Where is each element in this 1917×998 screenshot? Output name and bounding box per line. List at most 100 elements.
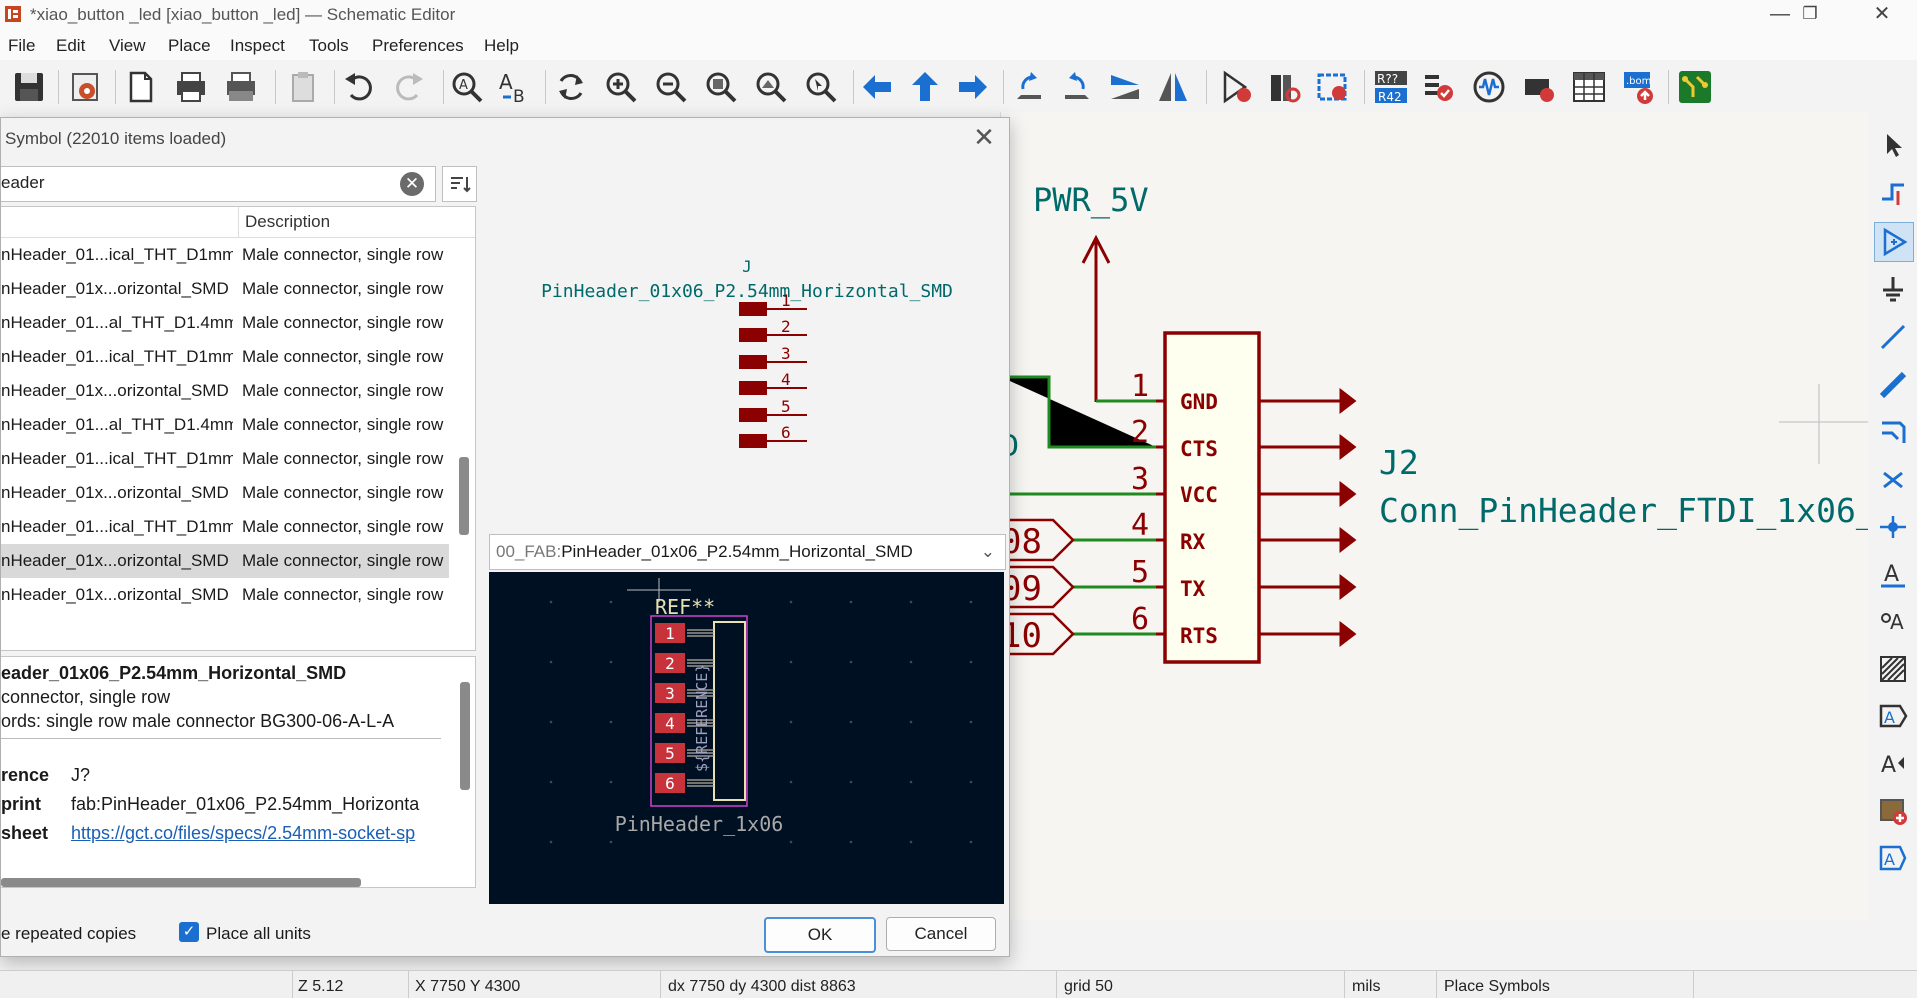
schematic-canvas[interactable]: PWR_5V D 08 09 10 1 2 3 4 5 6 GN [1000,112,1869,920]
text-icon[interactable]: A [1874,744,1912,782]
bus-entry-icon[interactable] [1874,413,1912,451]
svg-text:A: A [1890,610,1904,634]
status-cursor-xy: X 7750 Y 4300 [415,978,521,995]
svg-text:A: A [1884,850,1895,869]
close-window-button[interactable]: ✕ [1873,3,1891,25]
no-connect-icon[interactable] [1874,461,1912,499]
list-vertical-scrollbar[interactable] [457,237,473,637]
simulator-icon[interactable] [1470,68,1508,106]
select-icon[interactable] [1874,126,1912,164]
pcb-editor-icon[interactable] [1676,68,1714,106]
menu-edit[interactable]: Edit [56,36,86,55]
schematic-setup-icon[interactable] [66,68,104,106]
footprint-value: PinHeader_1x06 [615,812,784,836]
junction-icon[interactable] [1874,508,1912,546]
place-all-units-label[interactable]: Place all units [206,924,311,943]
add-symbol-icon[interactable] [1874,222,1914,262]
zoom-out-icon[interactable] [652,68,690,106]
hier-label-icon[interactable] [1874,650,1912,688]
undo-icon[interactable] [340,68,378,106]
add-image-icon[interactable] [1874,792,1912,830]
description-column-header[interactable]: Description [238,207,330,237]
navigate-back-icon[interactable] [858,68,896,106]
bom-icon[interactable]: .bom [1620,68,1658,106]
add-wire-icon[interactable] [1874,318,1912,356]
refresh-icon[interactable] [552,68,590,106]
zoom-tool-icon[interactable] [802,68,840,106]
chevron-down-icon: ⌄ [980,542,995,561]
sort-button[interactable] [442,166,477,202]
zoom-objects-icon[interactable] [752,68,790,106]
mirror-v-icon[interactable] [1106,68,1144,106]
dialog-close-button[interactable]: ✕ [973,122,995,152]
menu-help[interactable]: Help [484,36,519,55]
maximize-button[interactable]: ❐ [1802,4,1818,23]
navigate-forward-icon[interactable] [954,68,992,106]
search-input[interactable] [1,167,391,199]
annotate-icon[interactable]: R??R42 [1372,68,1410,106]
footprint-assign-icon[interactable] [1314,68,1352,106]
page-settings-icon[interactable] [122,68,160,106]
erc-icon[interactable] [1420,68,1458,106]
preview-pin-6: 6 [781,423,791,442]
paste-icon[interactable] [284,68,322,106]
highlight-net-icon[interactable] [1874,173,1912,211]
redo-icon[interactable] [390,68,428,106]
zoom-fit-icon[interactable] [702,68,740,106]
textbox-icon[interactable]: A [1874,839,1912,877]
footprint-select-prefix: 00_FAB: [496,542,562,561]
preview-pin-4: 4 [781,370,791,389]
repeated-copies-label[interactable]: e repeated copies [1,924,137,943]
save-icon[interactable] [10,68,48,106]
hier-sheet-icon[interactable]: A [1874,697,1912,735]
global-label-icon[interactable]: A [1874,602,1912,640]
menu-view[interactable]: View [109,36,146,55]
dialog-title: Symbol (22010 items loaded) [5,129,227,148]
svg-text:R??: R?? [1377,72,1398,86]
symbol-editor-icon[interactable] [1218,68,1256,106]
net-label-icon[interactable]: A [1874,555,1912,593]
menu-bar: File Edit View Place Inspect Tools Prefe… [0,30,1917,60]
mirror-h-icon[interactable] [1154,68,1192,106]
menu-preferences[interactable]: Preferences [372,36,464,55]
place-all-units-checkbox[interactable]: ✓ [179,922,199,942]
add-power-icon[interactable] [1874,270,1912,308]
cancel-button[interactable]: Cancel [886,917,996,951]
details-vertical-scrollbar[interactable] [460,682,470,790]
zoom-in-icon[interactable] [602,68,640,106]
menu-place[interactable]: Place [168,36,211,55]
rotate-cw-icon[interactable] [1058,68,1096,106]
print-icon[interactable] [172,68,210,106]
menu-tools[interactable]: Tools [309,36,349,55]
datasheet-link[interactable]: https://gct.co/files/specs/2.54mm-socket… [71,823,416,843]
ok-button[interactable]: OK [764,917,876,953]
menu-file[interactable]: File [8,36,36,55]
menu-inspect[interactable]: Inspect [230,36,285,55]
footprint-select[interactable]: 00_FAB:PinHeader_01x06_P2.54mm_Horizonta… [489,534,1006,570]
minimize-button[interactable]: — [1770,3,1790,25]
symbol-browser-icon[interactable] [1266,68,1304,106]
clear-search-icon[interactable]: ✕ [400,172,424,196]
connector-symbol-body[interactable] [1163,331,1261,664]
pin-name-vcc: VCC [1180,483,1218,507]
plot-icon[interactable] [222,68,260,106]
footprint-browser-icon[interactable] [1520,68,1558,106]
add-bus-icon[interactable] [1874,366,1912,404]
rotate-ccw-icon[interactable] [1010,68,1048,106]
find-icon[interactable]: A [448,68,486,106]
details-horizontal-scrollbar[interactable] [1,878,361,887]
edit-fields-icon[interactable] [1570,68,1608,106]
navigate-up-icon[interactable] [906,68,944,106]
